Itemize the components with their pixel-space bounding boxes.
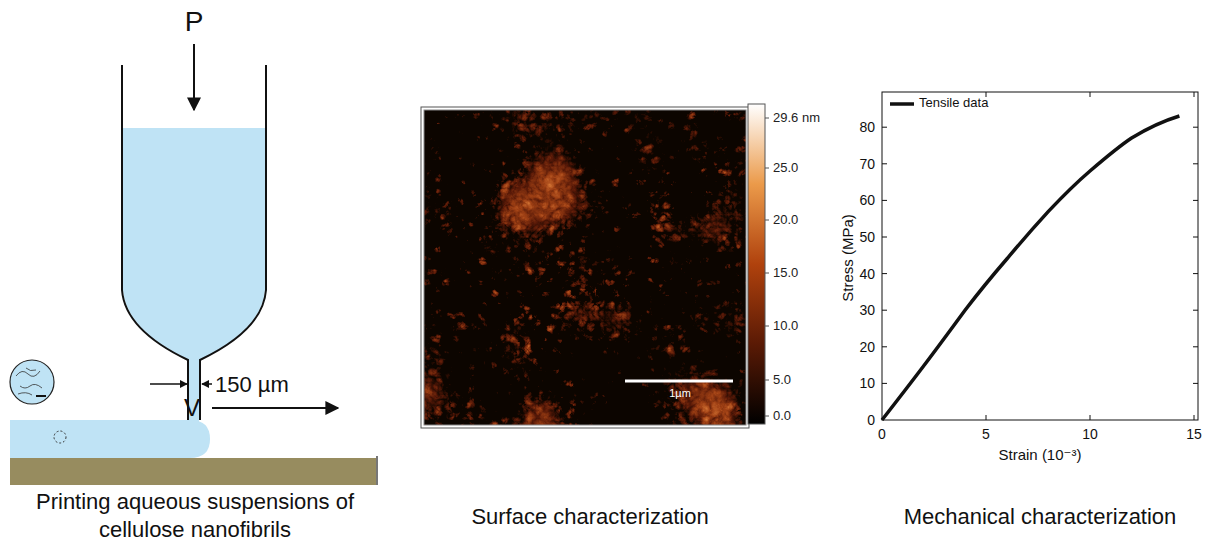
y-tick: 20 (859, 339, 875, 355)
y-tick: 10 (859, 375, 875, 391)
y-tick: 80 (859, 119, 875, 135)
x-tick: 10 (1082, 426, 1098, 442)
colorbar-tick: 20.0 (773, 213, 798, 228)
colorbar-tick: 15.0 (773, 266, 798, 281)
legend-text: Tensile data (919, 96, 988, 111)
colorbar-tick: 10.0 (773, 319, 798, 334)
legend-line-sample (890, 102, 914, 106)
afm-image (421, 107, 749, 428)
x-tick: 0 (878, 426, 886, 442)
panel-caption: Mechanical characterization (904, 504, 1177, 529)
colorbar-tick: 29.6 nm (773, 111, 820, 126)
axis-title: Strain (10⁻³) (999, 446, 1082, 463)
scale-bar-label: 1µm (669, 387, 691, 400)
y-tick: 50 (859, 229, 875, 245)
colorbar-tick: 25.0 (773, 161, 798, 176)
plot-frame (882, 92, 1198, 420)
tensile-curve (882, 116, 1179, 420)
velocity-label: V (184, 394, 200, 422)
colorbar-tick: 0.0 (773, 409, 791, 424)
y-tick: 40 (859, 266, 875, 282)
y-tick: 70 (859, 156, 875, 172)
y-tick: 0 (867, 412, 875, 428)
color-bar (748, 104, 769, 424)
panel-caption: Surface characterization (471, 504, 708, 529)
printing-nozzle (10, 44, 378, 485)
colorbar-tick: 5.0 (773, 373, 791, 388)
dimension-label: 150 µm (215, 372, 289, 397)
x-tick: 15 (1186, 426, 1202, 442)
pressure-label: P (185, 6, 204, 38)
y-tick: 30 (859, 302, 875, 318)
y-tick: 60 (859, 192, 875, 208)
panel-caption: Printing aqueous suspensions of cellulos… (0, 488, 390, 543)
axis-title: Stress (MPa) (839, 214, 856, 302)
x-tick: 5 (982, 426, 990, 442)
